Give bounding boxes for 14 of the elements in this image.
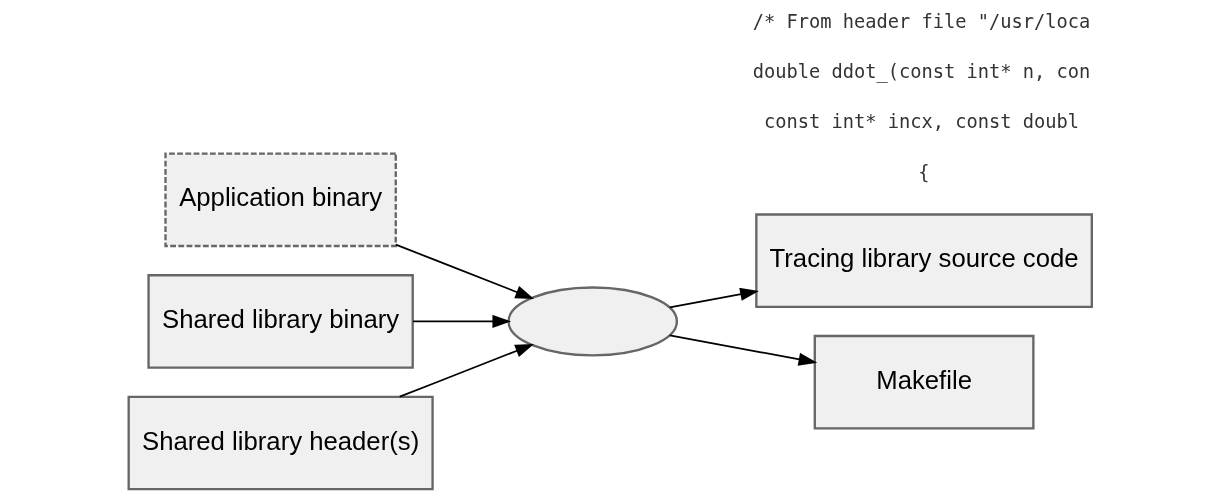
arrow xyxy=(668,334,817,366)
arrow xyxy=(398,344,534,398)
node-box: Tracing library source code xyxy=(754,213,1093,308)
node-box: Shared library binary xyxy=(146,274,414,369)
arrow xyxy=(394,243,534,299)
label: /* From header file "/usr/loca xyxy=(752,10,1090,32)
label: { xyxy=(917,161,930,183)
node-box: Makefile xyxy=(813,334,1035,430)
label: double ddot_(const int* n, con xyxy=(752,61,1090,83)
label: const int* incx, const doubl xyxy=(763,111,1079,133)
node-box: Shared library header(s) xyxy=(127,395,434,491)
node-box: Application binary xyxy=(163,152,397,248)
arrow xyxy=(411,314,511,328)
arrow xyxy=(668,287,759,309)
